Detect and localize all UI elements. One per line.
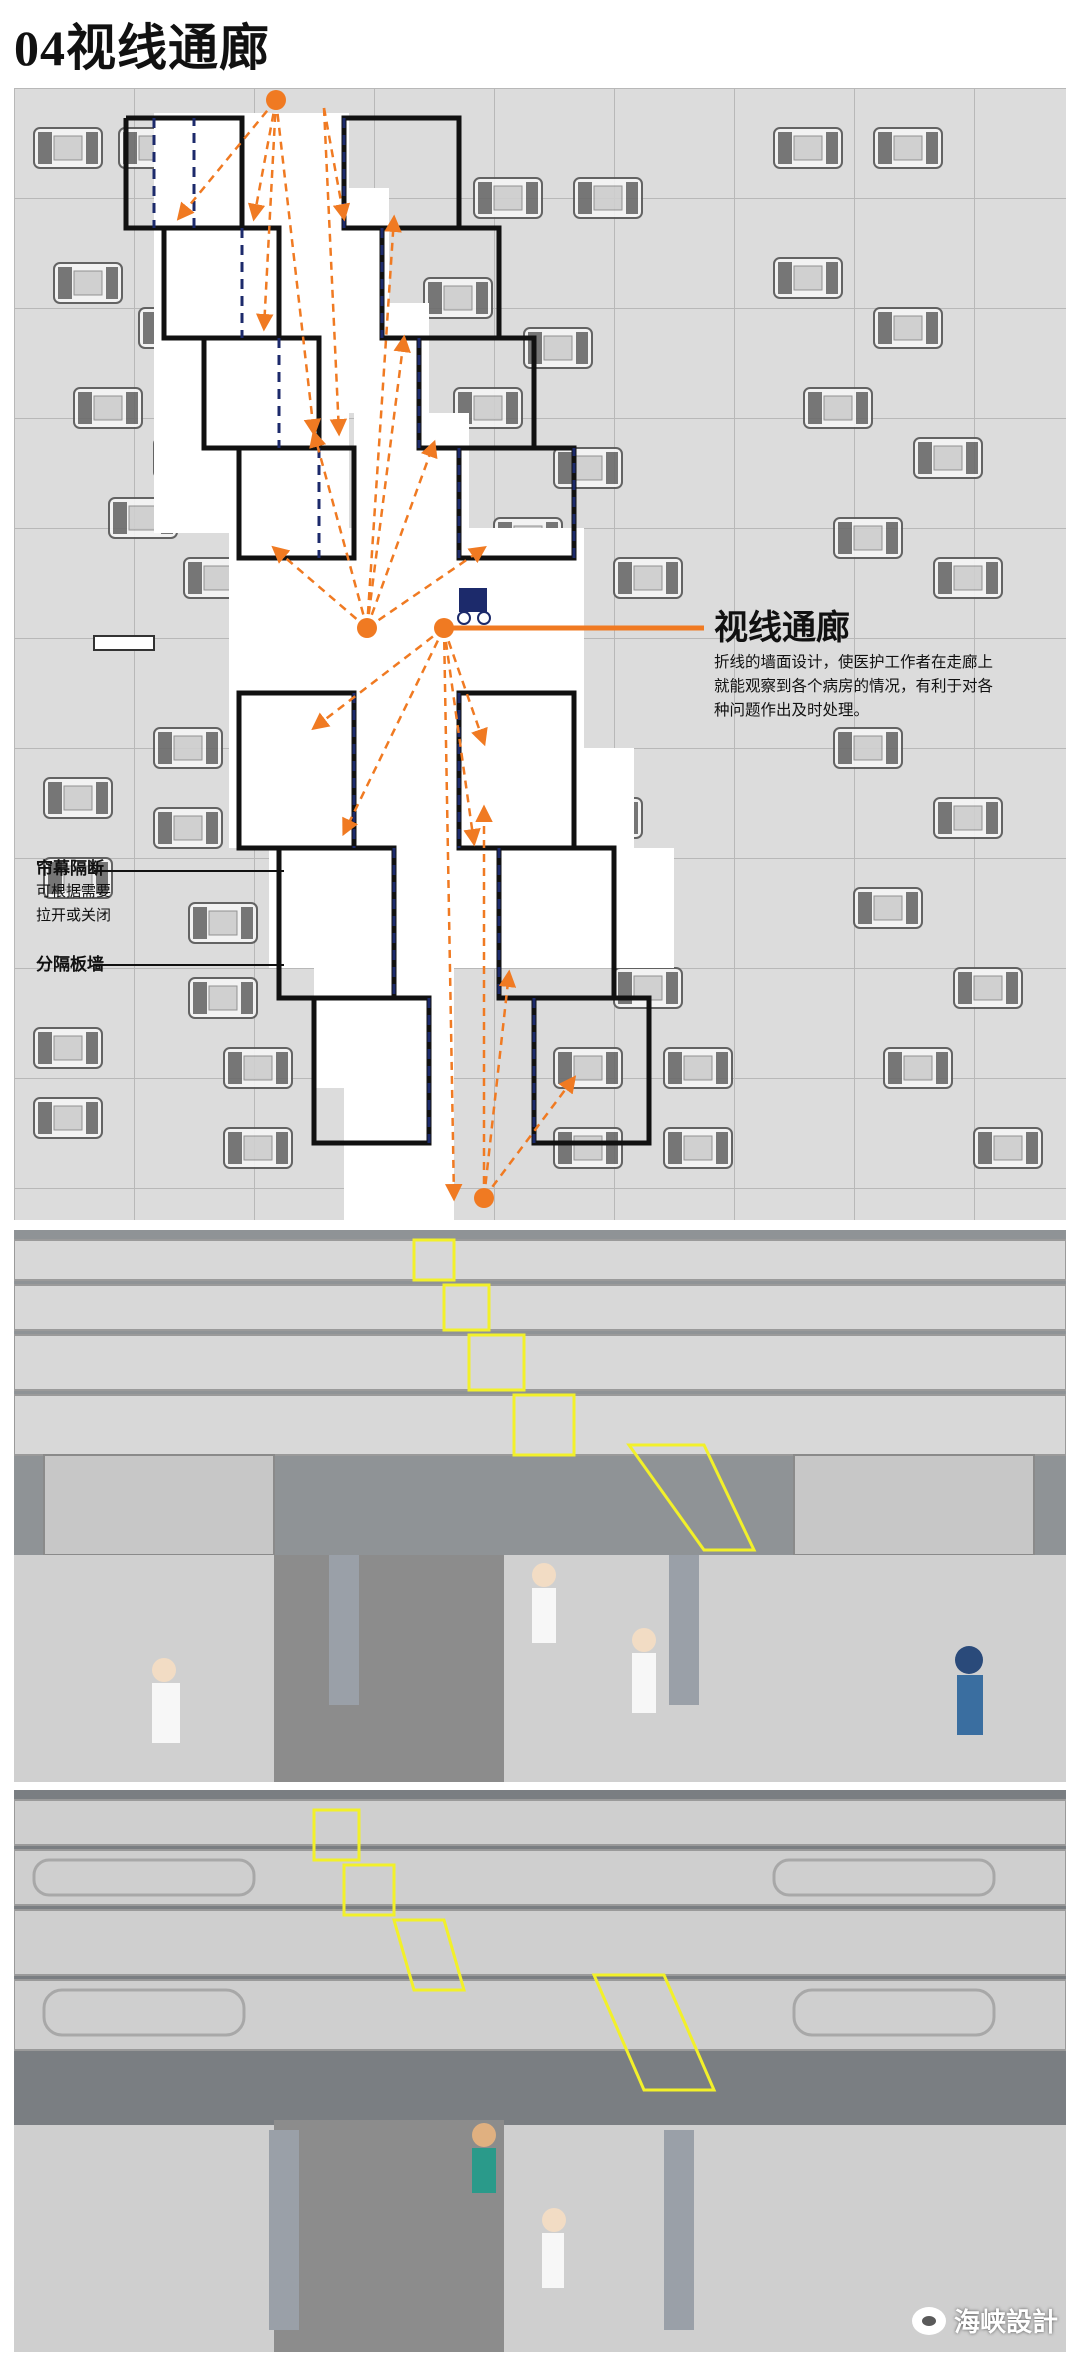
perspective-render-1-drawing xyxy=(13,1230,1067,1782)
curtain-label-line1: 可根据需要 xyxy=(36,883,112,900)
wheelchair-icon xyxy=(457,588,491,625)
floor-plan-drawing xyxy=(14,88,1066,1220)
curtain-label-title: 帘幕隔断 xyxy=(36,859,104,878)
callout-body: 折线的墙面设计，使医护工作者在走廊上 就能观察到各个病房的情况，有利于对各 种问… xyxy=(714,651,1054,723)
partition-label: 分隔板墙 xyxy=(36,955,104,974)
callout-line-3: 种问题作出及时处理。 xyxy=(714,702,870,719)
callout-line-2: 就能观察到各个病房的情况，有利于对各 xyxy=(714,678,994,695)
floor-plan: 视线通廊 折线的墙面设计，使医护工作者在走廊上 就能观察到各个病房的情况，有利于… xyxy=(14,88,1066,1220)
page-title: 04视线通廊 xyxy=(14,20,270,76)
wechat-icon xyxy=(911,2306,946,2335)
watermark-text: 海峡設計 xyxy=(953,2307,1058,2337)
perspective-render-2 xyxy=(13,1790,1067,2352)
callout-line-1: 折线的墙面设计，使医护工作者在走廊上 xyxy=(714,654,994,671)
curtain-partitions xyxy=(152,118,576,1143)
callout-heading: 视线通廊 xyxy=(714,609,850,647)
perspective-render-2-drawing xyxy=(13,1790,1067,2352)
perspective-render-1 xyxy=(13,1230,1067,1782)
stretcher-icon xyxy=(93,635,155,651)
sightline-arrows xyxy=(176,99,577,1202)
watermark: 海峡設計 xyxy=(911,2302,1058,2339)
central-corridor xyxy=(154,113,674,1220)
staff-figures xyxy=(152,1563,983,1743)
visitor-figures xyxy=(472,2123,566,2288)
curtain-label-line2: 拉开或关闭 xyxy=(36,907,112,924)
